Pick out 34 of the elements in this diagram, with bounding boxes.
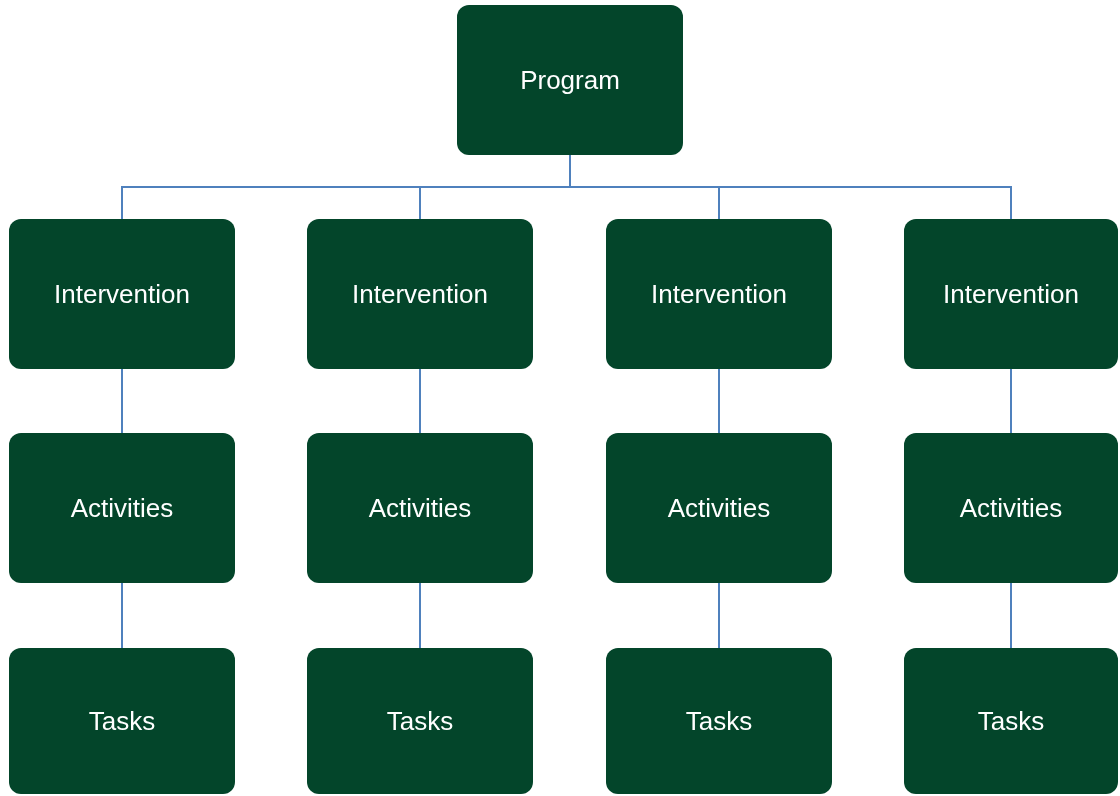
connector-line bbox=[121, 582, 123, 649]
box-label: Intervention bbox=[54, 278, 190, 310]
connector-line bbox=[419, 368, 421, 434]
box-label: Activities bbox=[959, 492, 1063, 524]
connector-line bbox=[1010, 582, 1012, 649]
hierarchy-box bbox=[457, 5, 683, 155]
connector-line bbox=[121, 368, 123, 434]
hierarchy-box bbox=[904, 433, 1118, 583]
hierarchy-box bbox=[606, 433, 832, 583]
box-label: Tasks bbox=[386, 705, 454, 737]
hierarchy-box bbox=[9, 648, 235, 794]
box-label: Intervention bbox=[943, 278, 1079, 310]
hierarchy-box bbox=[904, 648, 1118, 794]
hierarchy-box bbox=[606, 648, 832, 794]
box-label: Intervention bbox=[651, 278, 787, 310]
box-label: Program bbox=[520, 64, 620, 96]
connector-line bbox=[718, 368, 720, 434]
hierarchy-box bbox=[904, 219, 1118, 369]
connector-line bbox=[718, 582, 720, 649]
hierarchy-box bbox=[606, 219, 832, 369]
hierarchy-box bbox=[9, 219, 235, 369]
box-label: Activities bbox=[667, 492, 771, 524]
box-label: Activities bbox=[368, 492, 472, 524]
box-label: Tasks bbox=[685, 705, 753, 737]
connector-line bbox=[419, 582, 421, 649]
box-label: Tasks bbox=[977, 705, 1045, 737]
hierarchy-box bbox=[9, 433, 235, 583]
box-label: Tasks bbox=[88, 705, 156, 737]
hierarchy-box bbox=[307, 219, 533, 369]
box-label: Activities bbox=[70, 492, 174, 524]
hierarchy-box bbox=[307, 648, 533, 794]
box-label: Intervention bbox=[352, 278, 488, 310]
hierarchy-box bbox=[307, 433, 533, 583]
connector-line bbox=[1010, 368, 1012, 434]
